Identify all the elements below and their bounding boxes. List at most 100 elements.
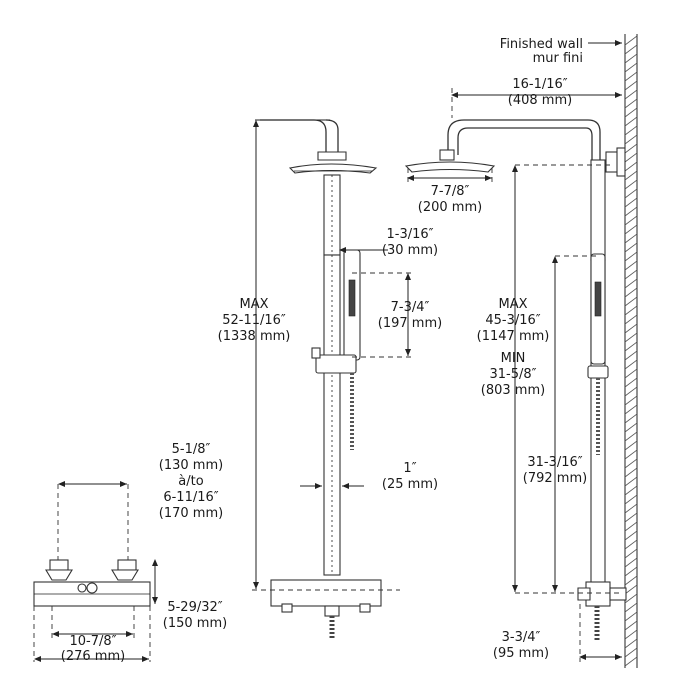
- dim-right-max-l1: MAX: [498, 297, 527, 312]
- wall-hatch-line: [624, 125, 638, 136]
- dim-right-max-l3: (1147 mm): [477, 329, 550, 344]
- dim-hand-len-imperial: 7-3/4″: [391, 300, 430, 315]
- wall-hatch-line: [624, 170, 638, 181]
- dim-right-min-l1: MIN: [501, 351, 526, 366]
- wall-hatch-line: [624, 404, 638, 415]
- wall-hatch-line: [624, 467, 638, 478]
- wall-hatch-line: [624, 449, 638, 460]
- dim-centers-l2: (130 mm): [159, 458, 223, 473]
- wall-hatch-line: [624, 350, 638, 361]
- wall-hatch-line: [624, 539, 638, 550]
- wall-hatch-line: [624, 314, 638, 325]
- wall-hatch-line: [624, 530, 638, 541]
- wall-label-fr: mur fini: [533, 51, 583, 66]
- dim-head-right: 7-7/8″ (200 mm): [418, 184, 482, 215]
- valve-plan-view: [33, 484, 151, 607]
- wall-hatch-line: [624, 386, 638, 397]
- dim-hand-len: 7-3/4″ (197 mm): [378, 300, 442, 331]
- dim-total-max: MAX 52-11/16″ (1338 mm): [218, 297, 291, 344]
- wall-hatch-line: [624, 224, 638, 235]
- wall-hatch-line: [624, 440, 638, 451]
- dim-centers: 5-1/8″ (130 mm) à/to 6-11/16″ (170 mm): [159, 442, 223, 521]
- dim-projection-imperial: 3-3/4″: [502, 630, 541, 645]
- dim-rail-dia-metric: (30 mm): [382, 243, 438, 258]
- wall-hatch-line: [624, 71, 638, 82]
- dim-wall-to-arm: 16-1/16″ (408 mm): [508, 77, 572, 108]
- dim-valve-h-imperial: 5-29/32″: [167, 600, 222, 615]
- finished-wall: [624, 34, 638, 668]
- dim-total-max-l2: 52-11/16″: [222, 313, 286, 328]
- wall-hatch-line: [624, 251, 638, 262]
- wall-hatch-line: [624, 620, 638, 631]
- dim-head-right-imperial: 7-7/8″: [431, 184, 470, 199]
- dim-valve-h-metric: (150 mm): [163, 616, 227, 631]
- dim-valve-total-metric: (276 mm): [61, 649, 125, 664]
- wall-hatch-line: [624, 611, 638, 622]
- wall-hatch-line: [624, 98, 638, 109]
- dim-centers-l1: 5-1/8″: [172, 442, 211, 457]
- wall-hatch-line: [624, 629, 638, 640]
- wall-hatch-line: [624, 494, 638, 505]
- wall-hatch-line: [624, 107, 638, 118]
- wall-hatch-line: [624, 278, 638, 289]
- dim-pipe-dia-metric: (25 mm): [382, 477, 438, 492]
- dim-wall-to-arm-metric: (408 mm): [508, 93, 572, 108]
- dim-valve-h: 5-29/32″ (150 mm): [163, 600, 227, 631]
- wall-hatch-line: [624, 134, 638, 145]
- dim-hand-len-metric: (197 mm): [378, 316, 442, 331]
- wall-hatch-line: [624, 296, 638, 307]
- dim-right-min: MIN 31-5/8″ (803 mm): [481, 351, 545, 398]
- wall-hatch-line: [624, 152, 638, 163]
- wall-hatch-line: [624, 512, 638, 523]
- wall-hatch-line: [624, 422, 638, 433]
- wall-hatch-line: [624, 206, 638, 217]
- wall-hatch-line: [624, 638, 638, 649]
- wall-hatch-line: [624, 521, 638, 532]
- dimension-lines: [33, 88, 622, 662]
- dim-total-max-l1: MAX: [239, 297, 268, 312]
- wall-hatch-line: [624, 305, 638, 316]
- wall-hatch-line: [624, 62, 638, 73]
- front-view-shower: [252, 119, 400, 640]
- dim-head-right-metric: (200 mm): [418, 200, 482, 215]
- dim-right-max-l2: 45-3/16″: [485, 313, 540, 328]
- dim-right-max: MAX 45-3/16″ (1147 mm): [477, 297, 550, 344]
- wall-hatch-line: [624, 215, 638, 226]
- wall-hatch-line: [624, 485, 638, 496]
- wall-hatch-line: [624, 584, 638, 595]
- dim-right-min-l2: 31-5/8″: [489, 367, 536, 382]
- dim-centers-l3: à/to: [178, 474, 203, 489]
- dim-rail-dia-imperial: 1-3/16″: [386, 227, 433, 242]
- dim-total-max-l3: (1338 mm): [218, 329, 291, 344]
- dim-valve-inner: 10-7/8″ (276 mm): [61, 634, 125, 664]
- wall-hatch-line: [624, 233, 638, 244]
- dim-pipe-dia: 1″ (25 mm): [382, 461, 438, 492]
- wall-hatch-line: [624, 377, 638, 388]
- wall-hatch-line: [624, 89, 638, 100]
- wall-hatch-line: [624, 287, 638, 298]
- wall-hatch-line: [624, 341, 638, 352]
- dim-projection-metric: (95 mm): [493, 646, 549, 661]
- dim-centers-l5: (170 mm): [159, 506, 223, 521]
- wall-hatch-line: [624, 431, 638, 442]
- dim-slide-bar-metric: (792 mm): [523, 471, 587, 486]
- wall-hatch-line: [624, 35, 638, 46]
- wall-hatch-line: [624, 503, 638, 514]
- wall-hatch-line: [624, 260, 638, 271]
- wall-hatch-line: [624, 602, 638, 613]
- wall-hatch-line: [624, 656, 638, 667]
- dim-slide-bar: 31-3/16″ (792 mm): [523, 455, 587, 486]
- wall-hatch-line: [624, 476, 638, 487]
- wall-hatch-line: [624, 647, 638, 658]
- wall-hatch-line: [624, 557, 638, 568]
- dim-slide-bar-imperial: 31-3/16″: [527, 455, 582, 470]
- wall-hatch-line: [624, 323, 638, 334]
- wall-hatch-line: [624, 197, 638, 208]
- wall-hatch-line: [624, 566, 638, 577]
- wall-hatch-line: [624, 188, 638, 199]
- wall-hatch-line: [624, 332, 638, 343]
- wall-hatch-line: [624, 368, 638, 379]
- dim-wall-to-arm-imperial: 16-1/16″: [512, 77, 567, 92]
- dim-pipe-dia-imperial: 1″: [403, 461, 416, 476]
